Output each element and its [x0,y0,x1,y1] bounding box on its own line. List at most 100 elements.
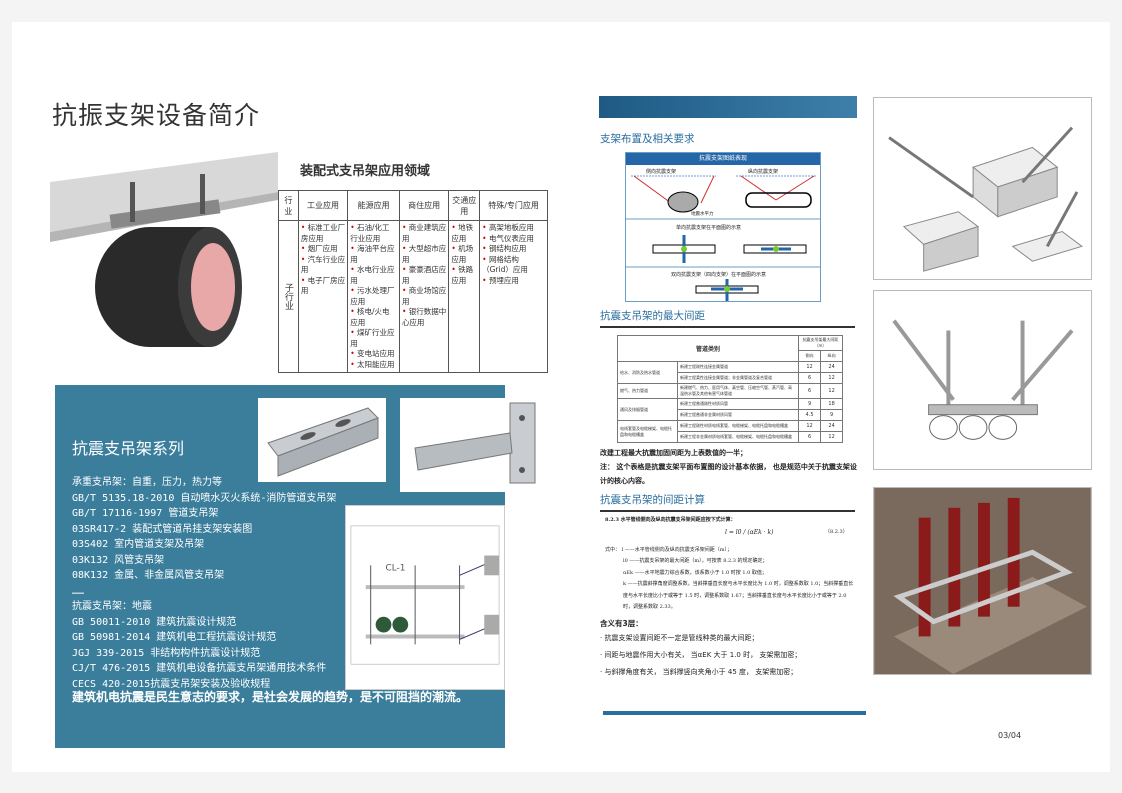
row-label: 子行业 [278,220,299,373]
definition: 式中： l ——水平管线侧向及纵向抗震支吊架间距（m）； [605,546,733,553]
meaning-list: · 抗震支架设置间距不一定是管线种类的最大间距； · 间距与地震作用大小有关， … [600,634,802,676]
group-name: 燃气、热力管道 [617,383,678,399]
layout-heading: 支架布置及相关要求 [600,133,695,145]
meaning-item: 间距与地震作用大小有关， 当αEK 大于 1.0 时， 支架需加密； [604,651,802,659]
cell-lateral: 12 [797,361,822,373]
cell-longitudinal: 12 [820,431,843,443]
standard-line: …… [72,585,85,597]
standard-line: GB 50981-2014 建筑机电工程抗震设计规范 [72,632,277,643]
list-item: 铁路应用 [451,265,477,286]
standard-line: CJ/T 476-2015 建筑机电设备抗震支吊架通用技术条件 [72,663,327,674]
list-item: 商业场馆应用 [402,286,446,307]
list-item: 钢结构应用 [482,244,545,255]
page-title: 抗振支架设备简介 [52,101,261,130]
bracket-render-2 [873,290,1092,470]
row-desc: 新建工程刚性连接金属管道 [677,361,799,373]
drawing-label: CL-1 [386,563,406,573]
list-item: 地铁应用 [451,223,477,244]
col-lateral: 侧向 [797,350,822,362]
row-desc: 新建燃气、热力、医用气体、真空管、压缩空气管、蒸汽管、高温热水管及其他有害气体管… [677,383,799,399]
longitudinal-label: 纵向抗震支架 [748,168,778,175]
max-spacing-heading: 抗震支吊架的最大间距 [600,310,705,322]
divider [600,326,855,328]
single-label: 单向抗震支架在平面图的示意 [676,224,741,231]
row-desc: 新建工程柔性连接金属管道；非金属管道及复合管道 [677,372,799,384]
max-spacing-table: 管道类别 抗震支吊架最大间距（m） 侧向纵向 给水、消防及热水管道新建工程刚性连… [617,335,844,443]
header-special: 特殊/专门应用 [479,190,548,221]
list-item: 煤矿行业应用 [350,328,397,349]
standards-list: 承重支吊架：自重，压力，热力等 GB/T 5135.18-2010 自动喷水灭火… [72,475,336,692]
standard-line: 08K132 金属、非金属风管支吊架 [72,570,225,581]
strut-channel-image [258,398,386,482]
force-label: 地震水平力 [691,210,714,217]
header-commercial: 商住应用 [398,190,450,221]
cantilever-bracket-image [400,398,547,492]
cell-lateral: 6 [797,431,822,443]
list-item: 海油平台应用 [350,244,397,265]
calc-heading: 抗震支吊架的间距计算 [600,494,705,506]
cell-longitudinal: 12 [820,372,843,384]
cell-longitudinal: 9 [820,409,843,421]
slogan: 建筑机电抗震是民生意志的要求，是社会发展的趋势，是不可阻挡的潮流。 [72,690,469,704]
cell-lateral: 9 [797,398,822,410]
header-energy: 能源应用 [347,190,400,221]
note-retrofit: 改建工程最大抗震加固间距为上表数值的一半； [600,449,747,457]
standard-line: GB 50011-2010 建筑抗震设计规范 [72,616,237,628]
list-item: 电子厂房应用 [301,276,345,297]
row-desc: 新建工程刚性材质电线套管、电缆梯架、电缆托盘和电缆槽盒 [677,420,799,432]
group-name: 给水、消防及热水管道 [617,361,678,384]
standard-line: 抗震支吊架：地震 [72,601,152,612]
list-item: 烟厂应用 [301,244,345,255]
list-item: 汽车行业应用 [301,255,345,276]
list-item: 大型超市应用 [402,244,446,265]
col-spacing: 抗震支吊架最大间距（m） [797,335,844,351]
list-item: 银行数据中心应用 [402,307,446,328]
cell-longitudinal: 18 [820,398,843,410]
lateral-label: 侧向抗震支架 [646,168,676,175]
bracket-render-1 [873,97,1092,280]
cell-longitudinal: 12 [820,383,843,399]
support-diagram: 抗震支架图纸表现 侧向抗震支架 纵向抗震支架 地震水平力 单向抗震支架在平面图的… [625,152,821,302]
list-item: 网格结构（Grid）应用 [482,255,545,276]
cell-longitudinal: 24 [820,361,843,373]
standard-line: CECS 420-2015抗震支吊架安装及验收规程 [72,678,271,690]
formula: l = l0 / (αEk · k) [725,528,774,536]
standard-line: 03S402 室内管道支架及吊架 [72,539,205,550]
series-heading: 抗震支吊架系列 [72,439,185,458]
list-item: 机场应用 [451,244,477,265]
standard-line: 承重支吊架：自重，压力，热力等 [72,477,222,488]
equation-number: （8.2.3） [825,528,848,535]
header-industrial: 工业应用 [297,190,349,221]
list-item: 商业建筑应用 [402,223,446,244]
group-name: 通风及排烟管道 [617,398,678,421]
definition: αEk ——水平地震力综合系数，该系数小于 1.0 时按 1.0 取值； [623,569,767,576]
row-desc: 新建工程普通非金属材质风管 [677,409,799,421]
note-basis: 注： 这个表格是抗震支架平面布置图的设计基本依据， 也是规范中关于抗震支架设计的… [600,463,857,485]
list-item: 豪豪酒店应用 [402,265,446,286]
row-desc: 新建工程非金属材质电线套管、电缆梯架、电缆托盘和电缆槽盒 [677,431,799,443]
header-industry: 行业 [278,190,299,221]
list-item: 电气仪表应用 [482,234,545,245]
formula-block: 8.2.3 水平管线侧向及纵向抗震支吊架间距应按下式计算： l = l0 / (… [605,515,855,614]
meaning-title: 含义有3层： [600,619,643,628]
standard-line: GB/T 5135.18-2010 自动喷水灭火系统-消防管道支吊架 [72,492,337,504]
diagram-title: 抗震支架图纸表现 [626,153,820,165]
standard-line: 03SR417-2 装配式管道吊挂支架安装图 [72,523,253,535]
list-item: 石油/化工行业应用 [350,223,397,244]
list-item: 水电行业应用 [350,265,397,286]
cell-lateral: 6 [797,383,822,399]
pipe-rack-render [873,487,1092,675]
cell-lateral: 12 [797,420,822,432]
standard-line: GB/T 17116-1997 管道支吊架 [72,508,219,519]
double-label: 双向抗震支架（四向支架）在平面图的示意 [671,271,766,278]
col-longitudinal: 纵向 [820,350,843,362]
list-item: 预埋应用 [482,276,545,287]
meaning-item: 抗震支架设置间距不一定是管线种类的最大间距； [604,634,759,642]
list-item: 标准工业厂房应用 [301,223,345,244]
header-transport: 交通应用 [448,190,481,221]
list-item: 变电站应用 [350,349,397,360]
standard-line: 03K132 风管支吊架 [72,554,165,566]
cell-longitudinal: 24 [820,420,843,432]
meaning-item: 与斜撑角度有关， 当斜撑竖向夹角小于 45 度， 支架需加密； [604,668,798,676]
list-item: 核电/火电应用 [350,307,397,328]
